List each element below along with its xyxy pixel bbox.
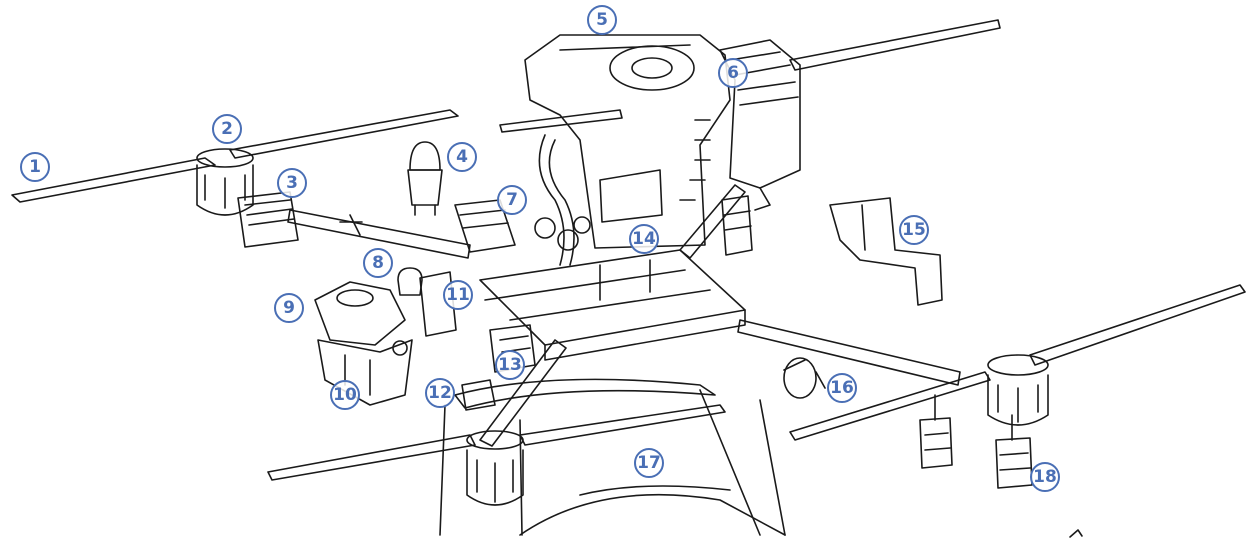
radar-module-icon bbox=[461, 324, 536, 411]
battery-icon bbox=[719, 39, 801, 211]
callout-hose: 14 bbox=[629, 224, 659, 254]
callout-module: 11 bbox=[443, 280, 473, 310]
callout-nozzle: 18 bbox=[1030, 462, 1060, 492]
propeller-top-right-icon bbox=[499, 19, 1001, 133]
spray-nozzle-lower-icon bbox=[919, 394, 1033, 489]
beacon-light-icon bbox=[407, 141, 443, 216]
top-cover-icon bbox=[314, 281, 406, 346]
side-cover-icon bbox=[317, 339, 413, 406]
callout-bracket: 15 bbox=[899, 215, 929, 245]
flight-controller-icon bbox=[454, 199, 516, 253]
callout-esc: 3 bbox=[277, 168, 307, 198]
arm-clamp-icon bbox=[783, 357, 826, 399]
spray-tank-icon bbox=[524, 34, 731, 249]
hose-assembly-icon bbox=[534, 134, 591, 266]
propeller-rear-right-icon bbox=[789, 284, 1246, 441]
callout-top-cover: 9 bbox=[274, 293, 304, 323]
callout-controller: 7 bbox=[497, 185, 527, 215]
callout-motor: 2 bbox=[212, 114, 242, 144]
frame-arms bbox=[287, 184, 961, 447]
sensor-module-icon bbox=[397, 267, 457, 337]
spray-nozzle-upper-icon bbox=[721, 195, 753, 256]
esc-module-icon bbox=[237, 191, 299, 248]
callout-radar: 12 bbox=[425, 378, 455, 408]
callout-battery: 6 bbox=[718, 58, 748, 88]
callout-clamp: 16 bbox=[827, 373, 857, 403]
landing-gear-icon bbox=[439, 378, 786, 536]
callout-propeller: 1 bbox=[20, 152, 50, 182]
callout-tank: 5 bbox=[587, 5, 617, 35]
callout-side-cover: 10 bbox=[330, 380, 360, 410]
motor-front-left-icon bbox=[196, 148, 254, 216]
tank-bracket-icon bbox=[829, 197, 943, 306]
cropped-detail bbox=[1069, 529, 1083, 538]
central-frame bbox=[479, 249, 746, 361]
motor-rear-right-icon bbox=[987, 354, 1049, 426]
callout-beacon: 4 bbox=[447, 142, 477, 172]
propeller-front-left-icon bbox=[11, 109, 459, 203]
callout-frame: 13 bbox=[495, 350, 525, 380]
callout-landing-gear: 17 bbox=[634, 448, 664, 478]
callout-sensor: 8 bbox=[363, 248, 393, 278]
